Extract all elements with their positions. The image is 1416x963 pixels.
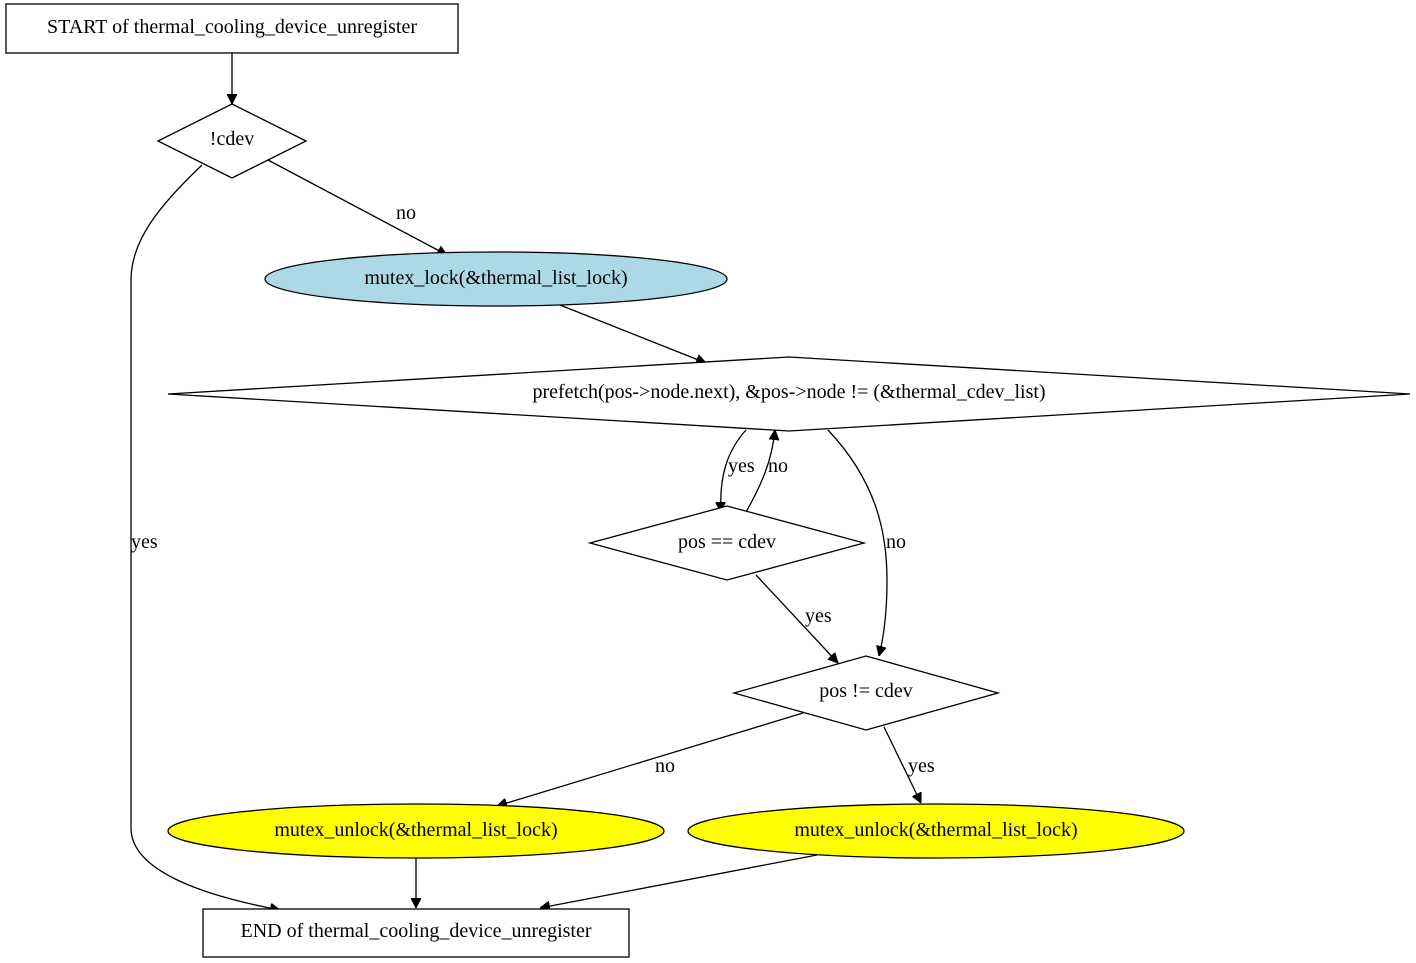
node-check-cdev-diamond [156, 103, 308, 179]
node-check-cdev[interactable]: !cdev [156, 103, 308, 179]
node-pos-eq-cdev-label: pos == cdev [678, 531, 776, 553]
node-start[interactable]: START of thermal_cooling_device_unregist… [5, 3, 459, 54]
node-unlock-right-label: mutex_unlock(&thermal_list_lock) [794, 819, 1077, 841]
node-loop-condition-label: prefetch(pos->node.next), &pos->node != … [532, 381, 1045, 403]
node-pos-ne-cdev[interactable]: pos != cdev [731, 655, 1001, 731]
node-check-cdev-label: !cdev [210, 128, 254, 150]
node-loop-condition-diamond [167, 356, 1411, 432]
node-pos-eq-cdev[interactable]: pos == cdev [587, 505, 867, 581]
edge-label-no: no [655, 755, 675, 777]
edge-check-yes-to-end: yes [130, 164, 280, 910]
node-mutex-lock[interactable]: mutex_lock(&thermal_list_lock) [264, 251, 728, 307]
node-pos-ne-cdev-diamond [731, 655, 1001, 731]
node-end[interactable]: END of thermal_cooling_device_unregister [202, 908, 630, 958]
node-start-box [5, 3, 459, 54]
edge-line [755, 574, 838, 663]
edge-line [267, 159, 447, 256]
node-unlock-left[interactable]: mutex_unlock(&thermal_list_lock) [167, 803, 665, 859]
edge-posne-yes-to-unlock-right: yes [883, 726, 935, 803]
edge-label-yes: yes [805, 605, 832, 627]
edge-line [559, 304, 706, 363]
edge-poseq-no-to-loop: no [745, 430, 788, 513]
node-mutex-lock-ellipse [264, 251, 728, 307]
node-end-box [202, 908, 630, 958]
node-start-label: START of thermal_cooling_device_unregist… [47, 16, 417, 38]
edge-line [745, 430, 775, 513]
node-loop-condition[interactable]: prefetch(pos->node.next), &pos->node != … [167, 356, 1411, 432]
edge-label-yes: yes [908, 755, 935, 777]
edge-line [497, 712, 804, 806]
edge-line [721, 429, 747, 512]
edge-loop-yes-to-poseq: yes [721, 429, 755, 512]
edge-label-yes: yes [131, 531, 158, 553]
edge-line [883, 726, 921, 803]
node-pos-eq-cdev-diamond [587, 505, 867, 581]
edge-label-yes: yes [728, 455, 755, 477]
edge-line [130, 164, 280, 910]
edge-loop-no-to-posne: no [827, 429, 906, 656]
edge-unlock-right-to-end [540, 854, 818, 908]
node-end-label: END of thermal_cooling_device_unregister [241, 920, 592, 942]
edge-line [827, 429, 888, 656]
edge-line [540, 854, 818, 908]
edge-label-no: no [768, 455, 788, 477]
edge-label-no: no [396, 202, 416, 224]
node-unlock-left-ellipse [167, 803, 665, 859]
edge-posne-no-to-unlock-left: no [497, 712, 804, 806]
node-pos-ne-cdev-label: pos != cdev [819, 680, 912, 702]
node-unlock-right[interactable]: mutex_unlock(&thermal_list_lock) [687, 803, 1185, 859]
node-unlock-left-label: mutex_unlock(&thermal_list_lock) [274, 819, 557, 841]
node-mutex-lock-label: mutex_lock(&thermal_list_lock) [364, 267, 627, 289]
edge-check-no-to-lock: no [267, 159, 447, 256]
node-unlock-right-ellipse [687, 803, 1185, 859]
edge-lock-to-loop [559, 304, 706, 363]
edge-poseq-yes-to-posne: yes [755, 574, 838, 663]
edge-label-no: no [886, 531, 906, 553]
